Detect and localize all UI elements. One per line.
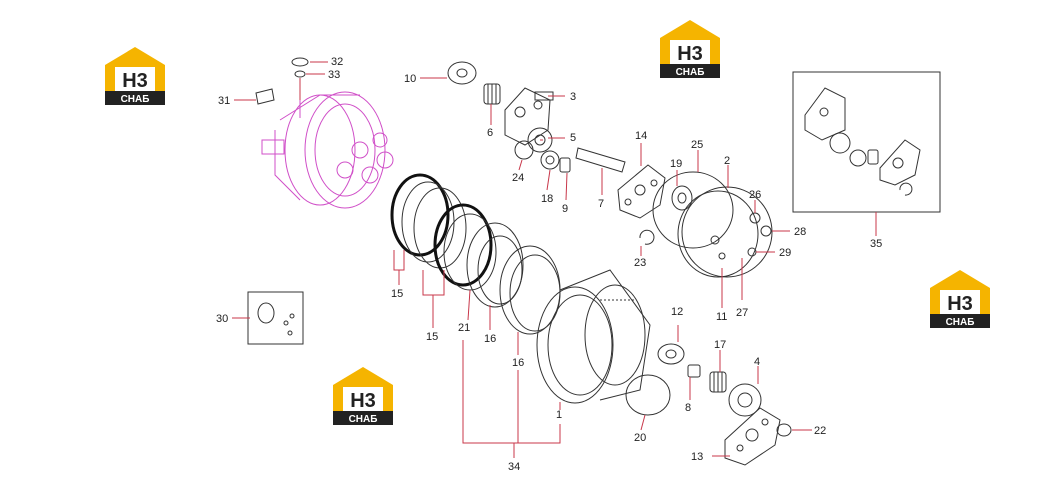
callout-4: 4	[754, 356, 760, 368]
callout-30: 30	[216, 313, 228, 325]
washer-part-10	[447, 61, 477, 85]
callout-7: 7	[598, 198, 604, 210]
plate-part-13	[724, 407, 781, 466]
svg-text:H3: H3	[350, 390, 376, 412]
watermark-logo: H3 СНАБ	[930, 270, 990, 328]
watermark-logo: H3 СНАБ	[660, 20, 720, 78]
svg-text:H3: H3	[122, 70, 148, 92]
callout-20: 20	[634, 432, 646, 444]
ring-part-22	[776, 423, 792, 437]
callout-26: 26	[749, 189, 761, 201]
callout-25: 25	[691, 139, 703, 151]
callout-2: 2	[724, 155, 730, 167]
bushing-part-12	[657, 343, 685, 365]
pin-part-8	[687, 364, 701, 378]
plate-part-14	[617, 164, 666, 219]
callout-35: 35	[870, 238, 882, 250]
callout-34: 34	[508, 461, 520, 473]
gear-part-5	[527, 127, 553, 153]
callout-24: 24	[512, 172, 524, 184]
callout-18: 18	[541, 193, 553, 205]
callout-21: 21	[458, 322, 470, 334]
callout-17: 17	[714, 339, 726, 351]
callout-33: 33	[328, 69, 340, 81]
gear-part-24	[514, 140, 534, 160]
callout-13: 13	[691, 451, 703, 463]
callout-12: 12	[671, 306, 683, 318]
subassembly-inset-35	[792, 71, 941, 213]
plug-part-32-33	[291, 57, 309, 78]
plug-part-28	[760, 225, 772, 237]
callout-27: 27	[736, 307, 748, 319]
nameplate-part-31	[255, 88, 275, 105]
callout-16b: 16	[512, 357, 524, 369]
ring-part-16	[499, 245, 561, 335]
callout-labels: 1 2 3 4 5 6 7 8 9 10 11 12 13 14 15 15 1…	[216, 56, 882, 473]
callout-5: 5	[570, 132, 576, 144]
callout-31: 31	[218, 95, 230, 107]
svg-text:H3: H3	[947, 293, 973, 315]
assembled-motor-drawing	[261, 91, 394, 209]
svg-text:СНАБ: СНАБ	[349, 414, 378, 425]
cover-part-25	[652, 171, 734, 249]
shaft-part-7	[575, 147, 626, 173]
seal-kit-inset-30	[247, 291, 304, 345]
callout-22: 22	[814, 425, 826, 437]
bearing-part-6	[483, 83, 501, 105]
spacer-part-19	[671, 185, 693, 211]
watermark-logo: H3 СНАБ	[333, 367, 393, 425]
gear-part-4	[728, 383, 762, 417]
callout-29: 29	[779, 247, 791, 259]
callout-6: 6	[487, 127, 493, 139]
callout-10: 10	[404, 73, 416, 85]
ring-part-21	[466, 222, 524, 308]
snap-ring-part-23	[639, 229, 655, 245]
callout-15b: 15	[426, 331, 438, 343]
svg-text:СНАБ: СНАБ	[121, 94, 150, 105]
snap-ring-part-20	[625, 374, 671, 416]
cover-part-2	[677, 186, 773, 278]
pin-part-9	[559, 157, 571, 173]
callout-1: 1	[556, 409, 562, 421]
callout-32: 32	[331, 56, 343, 68]
callout-15a: 15	[391, 288, 403, 300]
callout-28: 28	[794, 226, 806, 238]
housing-part-1	[536, 269, 651, 404]
leader-lines	[232, 61, 877, 458]
svg-text:H3: H3	[677, 43, 703, 65]
callout-9: 9	[562, 203, 568, 215]
callout-8: 8	[685, 402, 691, 414]
callout-23: 23	[634, 257, 646, 269]
bearing-part-17	[709, 371, 727, 393]
callout-11: 11	[716, 311, 727, 323]
callout-3: 3	[570, 91, 576, 103]
callout-16a: 16	[484, 333, 496, 345]
watermark-logo: H3 СНАБ	[105, 47, 165, 105]
callout-19: 19	[670, 158, 682, 170]
callout-14: 14	[635, 130, 647, 142]
gear-part-18	[540, 150, 560, 170]
svg-text:СНАБ: СНАБ	[676, 67, 705, 78]
svg-text:СНАБ: СНАБ	[946, 317, 975, 328]
